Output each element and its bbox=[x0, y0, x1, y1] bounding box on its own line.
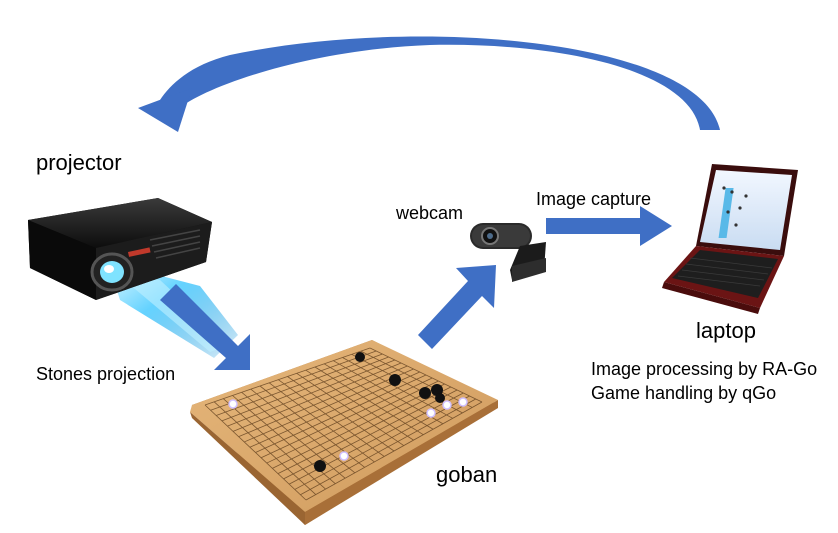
feedback-arrow bbox=[138, 36, 720, 132]
laptop-image bbox=[662, 164, 798, 314]
processing-line1: Image processing by RA-Go bbox=[591, 359, 818, 379]
goban-grid-line bbox=[305, 401, 483, 501]
image-capture-label: Image capture bbox=[536, 189, 652, 209]
image-capture-arrow bbox=[546, 206, 672, 246]
goban-grid-line bbox=[294, 395, 470, 490]
stones-projection-label: Stones projection bbox=[36, 364, 176, 384]
goban-grid-line bbox=[300, 398, 476, 496]
projection-arrow bbox=[160, 284, 250, 370]
goban-image bbox=[190, 340, 498, 525]
laptop-label: laptop bbox=[696, 318, 756, 343]
capture-up-arrow bbox=[418, 265, 496, 349]
goban-grid-line bbox=[369, 347, 483, 403]
webcam-label: webcam bbox=[396, 203, 464, 223]
goban-label: goban bbox=[436, 462, 498, 487]
processing-line2: Game handling by qGo bbox=[591, 383, 777, 403]
goban-grid-line bbox=[360, 350, 473, 408]
projector-label: projector bbox=[36, 150, 122, 175]
webcam-image bbox=[470, 223, 546, 282]
